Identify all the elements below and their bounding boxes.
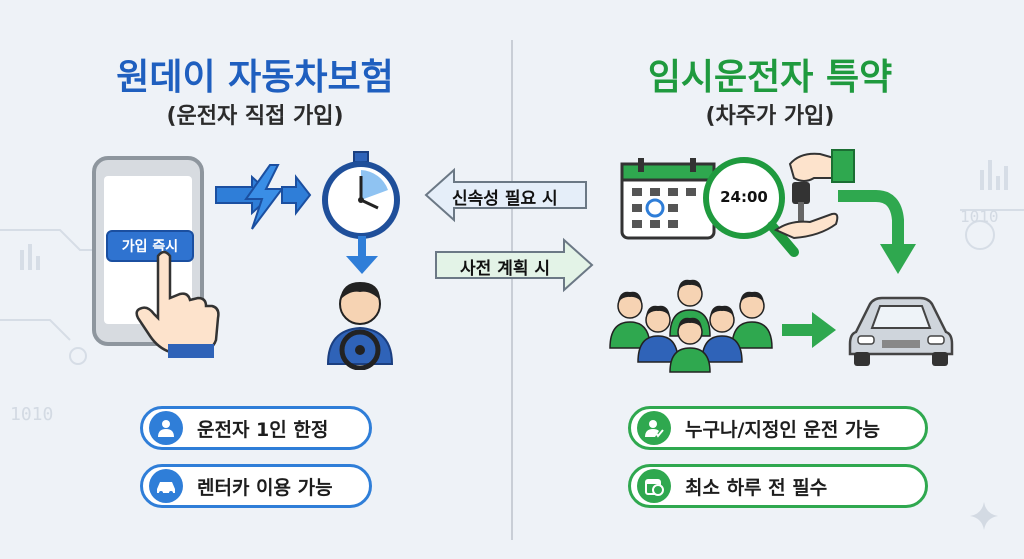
center-divider bbox=[511, 40, 513, 540]
feature-pill-one-driver: 운전자 1인 한정 bbox=[140, 406, 372, 450]
left-arrow-shape bbox=[424, 167, 587, 223]
user-shield-icon bbox=[149, 411, 183, 445]
hand-pointer-icon bbox=[135, 250, 220, 358]
hand-key-icon bbox=[773, 149, 855, 240]
left-subtitle: (운전자 직접 가입) bbox=[166, 104, 344, 129]
svg-text:1010: 1010 bbox=[10, 404, 53, 425]
right-subtitle: (차주가 가입) bbox=[705, 104, 835, 129]
feature-label: 누구나/지정인 운전 가능 bbox=[685, 418, 880, 441]
feature-label: 운전자 1인 한정 bbox=[197, 418, 329, 441]
feature-label: 최소 하루 전 필수 bbox=[685, 476, 828, 499]
calendar-clock-icon bbox=[637, 469, 671, 503]
down-arrow-icon bbox=[346, 236, 378, 274]
right-title: 임시운전자 특약 bbox=[647, 57, 893, 98]
feature-pill-rental: 렌터카 이용 가능 bbox=[140, 464, 372, 508]
svg-text:1010: 1010 bbox=[960, 207, 999, 226]
curved-down-arrow-icon bbox=[838, 190, 916, 274]
green-right-arrow-icon bbox=[782, 312, 836, 348]
right-arrow-shape bbox=[435, 237, 594, 293]
driver-icon bbox=[326, 282, 394, 370]
people-group-icon bbox=[609, 279, 773, 373]
left-arrow-label: 신속성 필요 시 bbox=[452, 189, 558, 209]
feature-label: 렌터카 이용 가능 bbox=[197, 476, 333, 499]
sparkle-icon bbox=[970, 502, 998, 530]
lightning-arrow-icon bbox=[215, 164, 312, 230]
user-check-icon bbox=[637, 411, 671, 445]
feature-pill-one-day-before: 최소 하루 전 필수 bbox=[628, 464, 928, 508]
right-arrow-label: 사전 계획 시 bbox=[460, 259, 551, 279]
stopwatch-icon bbox=[322, 151, 400, 239]
feature-pill-anyone-drive: 누구나/지정인 운전 가능 bbox=[628, 406, 928, 450]
left-title: 원데이 자동차보험 bbox=[116, 57, 394, 98]
car-illustration bbox=[848, 296, 954, 366]
car-icon bbox=[149, 469, 183, 503]
clock-time: 24:00 bbox=[720, 188, 768, 206]
